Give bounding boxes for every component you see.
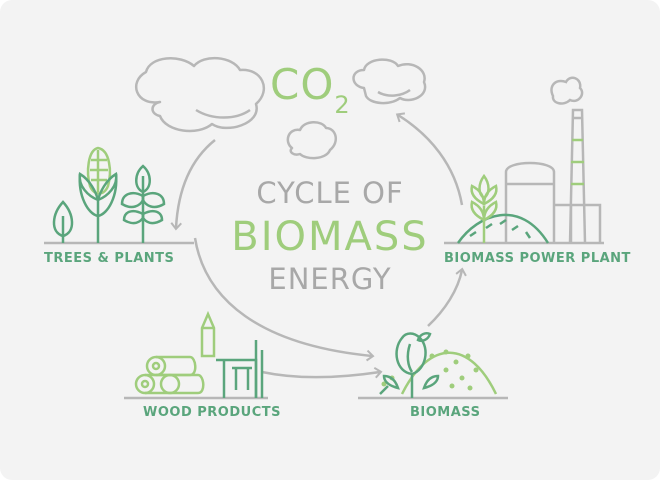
label-trees-and-plants: TREES & PLANTS — [44, 251, 175, 266]
title-line-3: ENERGY — [268, 262, 392, 296]
corn-icon — [78, 146, 118, 243]
biomass-heap-icon — [456, 213, 550, 244]
arrow-co2-to-trees — [170, 139, 216, 231]
biomass-group — [358, 332, 508, 400]
sprout-icon — [379, 332, 440, 398]
cloud-icon — [135, 57, 266, 133]
trees-and-plants-group — [44, 146, 194, 245]
title-line-2: BIOMASS — [231, 214, 429, 260]
arrow-plant-to-co2 — [395, 112, 464, 206]
tree-icon — [52, 200, 74, 243]
pencil-icon — [200, 310, 216, 358]
co2-label: CO2 — [270, 60, 351, 119]
cycle-arrows — [170, 112, 467, 379]
log-pile-icon — [134, 355, 205, 395]
label-biomass: BIOMASS — [410, 405, 481, 420]
chair-icon — [216, 340, 264, 398]
arrow-trees-to-biomass — [193, 237, 375, 362]
cloud-icon — [286, 121, 338, 160]
co2-main: CO — [270, 60, 335, 109]
label-wood-products: WOOD PRODUCTS — [143, 405, 281, 420]
title-line-1: CYCLE OF — [256, 176, 404, 210]
label-biomass-power-plant: BIOMASS POWER PLANT — [444, 251, 631, 266]
plant-icon — [120, 164, 166, 243]
arrow-wood-to-biomass — [261, 366, 383, 379]
biomass-power-plant-group — [444, 76, 604, 245]
cloud-icon — [352, 58, 427, 105]
chimney-icon — [568, 108, 587, 244]
arrow-biomass-to-plant — [427, 267, 467, 327]
wheat-icon — [470, 173, 498, 243]
wood-products-group — [124, 310, 268, 400]
co2-subscript: 2 — [334, 91, 351, 119]
